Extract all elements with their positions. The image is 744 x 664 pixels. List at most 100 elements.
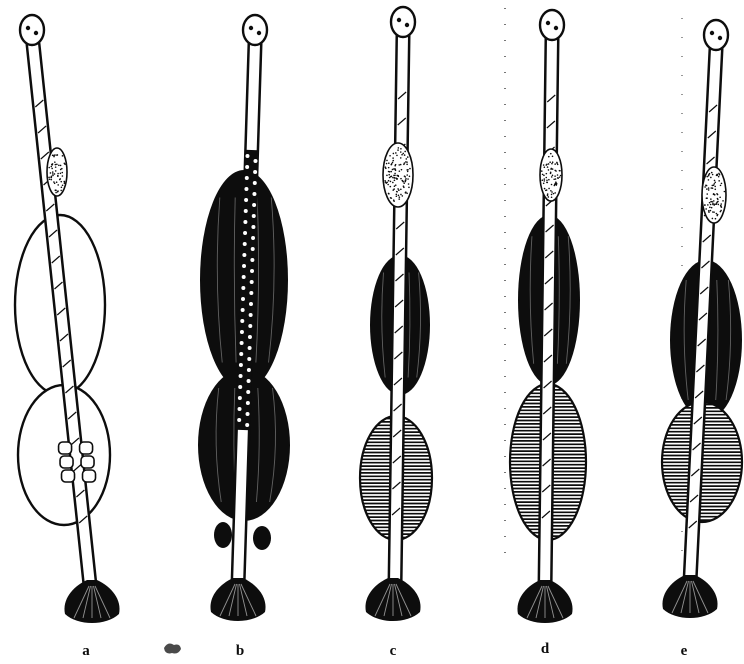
shaft-dot [245, 165, 249, 169]
stipple-dot [395, 164, 397, 166]
stipple-dot [706, 185, 708, 187]
head-spot [397, 18, 401, 22]
stipple-dot [719, 174, 721, 176]
stipple-dot [57, 173, 59, 175]
stipple-dot [392, 162, 394, 164]
stipple-dot [709, 206, 711, 208]
shaft-dot [252, 203, 256, 207]
segment-block [59, 442, 72, 454]
stipple-dot [722, 200, 724, 202]
stipple-dot [706, 188, 708, 190]
stipple-dot [559, 176, 561, 178]
head-knob [243, 15, 267, 45]
head-knob [540, 10, 564, 40]
shaft-dot [238, 396, 242, 400]
stipple-dot [554, 184, 556, 186]
stipple-dot [551, 184, 553, 186]
stipple-dot [386, 160, 388, 162]
shaft-dot [244, 198, 248, 202]
shaft-dot [245, 154, 249, 158]
stipple-dot [404, 175, 406, 177]
head-spot [546, 21, 550, 25]
shaft-dot [238, 385, 242, 389]
shaft-dot [246, 390, 250, 394]
shaft-dot [250, 280, 254, 284]
stipple-dot [712, 218, 714, 220]
shaft-dot [243, 231, 247, 235]
stipple-dot [393, 175, 395, 177]
stipple-dot [60, 172, 62, 174]
stipple-dot [409, 175, 411, 177]
stipple-dot [710, 204, 712, 206]
stipple-dot [51, 175, 53, 177]
shaft-dot [240, 319, 244, 323]
shaft-dot [244, 187, 248, 191]
stipple-dot [55, 166, 57, 168]
stipple-dot [550, 153, 552, 155]
stipple-dot [387, 184, 389, 186]
stipple-dot [541, 179, 543, 181]
stipple-dot [389, 155, 391, 157]
shaft-dot [253, 159, 257, 163]
segment-block [62, 470, 75, 482]
stipple-dot [54, 183, 56, 185]
stipple-dot [390, 186, 392, 188]
stipple-dot [57, 184, 59, 186]
stipple-dot [406, 193, 408, 195]
stipple-dot [712, 174, 714, 176]
stipple-dot [712, 204, 714, 206]
stipple-dot [400, 189, 402, 191]
stipple-dot [551, 176, 553, 178]
shaft-dot [249, 302, 253, 306]
stipple-dot [557, 177, 559, 179]
basal-lobe [214, 522, 232, 548]
stipple-dot [392, 169, 394, 171]
stipple-dot [388, 162, 390, 164]
stipple-dot [388, 174, 390, 176]
shaft-dot [243, 220, 247, 224]
stipple-dot [543, 180, 545, 182]
stipple-dot [711, 207, 713, 209]
stipple-dot [710, 210, 712, 212]
stipple-dot [397, 149, 399, 151]
stipple-dot [405, 192, 407, 194]
shaft-dot [242, 264, 246, 268]
stipple-dot [706, 193, 708, 195]
stipple-dot [708, 187, 710, 189]
stipple-dot [550, 190, 552, 192]
shaft-dot [242, 275, 246, 279]
stipple-dot [61, 172, 63, 174]
stipple-dot [51, 164, 53, 166]
stipple-dot [405, 178, 407, 180]
stipple-dot [396, 195, 398, 197]
stipple-dot [719, 196, 721, 198]
figure-label-c: c [390, 643, 397, 659]
stipple-dot [551, 194, 553, 196]
head-knob [20, 15, 44, 45]
stipple-dot [400, 151, 402, 153]
stipple-dot [395, 177, 397, 179]
shaft-dot [251, 225, 255, 229]
stipple-dot [48, 177, 50, 179]
figure-label-b: b [236, 643, 244, 659]
stipple-dot [393, 168, 395, 170]
stipple-dot [543, 175, 545, 177]
stipple-dot [403, 182, 405, 184]
stipple-dot [62, 185, 64, 187]
stipple-dot [400, 194, 402, 196]
stipple-dot [400, 148, 402, 150]
stipple-dot [55, 192, 57, 194]
stipple-dot [388, 180, 390, 182]
shaft-dot [240, 330, 244, 334]
stipple-dot [400, 157, 402, 159]
stipple-dot [548, 156, 550, 158]
shaft-core [545, 39, 552, 588]
stipple-dot [714, 203, 716, 205]
stipple-dot [48, 167, 50, 169]
shaft-dot [247, 368, 251, 372]
stipple-dot [708, 189, 710, 191]
stipple-dot [709, 173, 711, 175]
figure-label-a: a [82, 643, 90, 659]
shaft-dot [239, 374, 243, 378]
stipple-dot [401, 169, 403, 171]
